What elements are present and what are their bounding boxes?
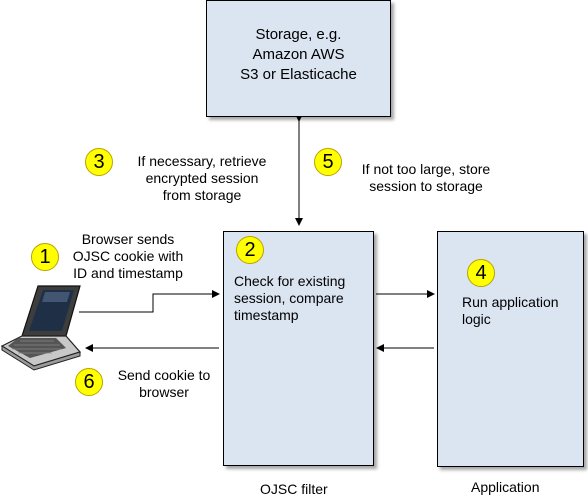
storage-line-2: Amazon AWS bbox=[252, 46, 345, 63]
storage-line-3: S3 or Elasticache bbox=[240, 66, 357, 83]
step-1-line-3: ID and timestamp bbox=[73, 265, 183, 281]
filter-line-3: timestamp bbox=[234, 307, 299, 323]
step-6-line-2: browser bbox=[139, 384, 189, 400]
ojsc-filter-text: Check for existing session, compare time… bbox=[234, 273, 345, 324]
step-5-line-1: If not too large, store bbox=[361, 161, 491, 177]
storage-box: Storage, e.g. Amazon AWS S3 or Elasticac… bbox=[206, 0, 391, 117]
step-1-line-1: Browser sends bbox=[81, 231, 175, 247]
application-line-2: logic bbox=[462, 311, 491, 327]
step-5-line-2: session to storage bbox=[369, 178, 483, 194]
step-3-text: If necessary, retrieve encrypted session… bbox=[122, 153, 282, 204]
application-text: Run application logic bbox=[462, 294, 559, 328]
filter-line-2: session, compare bbox=[234, 290, 344, 306]
step-1-badge: 1 bbox=[31, 243, 59, 271]
application-line-1: Run application bbox=[462, 294, 559, 310]
laptop-icon bbox=[0, 285, 82, 371]
step-6-badge: 6 bbox=[75, 368, 103, 396]
application-label: Application bbox=[471, 479, 540, 495]
ojsc-filter-label: OJSC filter bbox=[260, 481, 328, 497]
storage-line-1: Storage, e.g. bbox=[255, 26, 342, 43]
storage-label: Storage, e.g. Amazon AWS S3 or Elasticac… bbox=[207, 25, 390, 85]
step-3-badge: 3 bbox=[85, 148, 113, 176]
step-1-text: Browser sends OJSC cookie with ID and ti… bbox=[66, 231, 190, 282]
step-3-line-1: If necessary, retrieve bbox=[137, 153, 267, 169]
filter-line-1: Check for existing bbox=[234, 273, 346, 289]
step-3-line-2: encrypted session bbox=[145, 170, 259, 186]
step-4-badge: 4 bbox=[467, 259, 495, 287]
ojsc-filter-box: Check for existing session, compare time… bbox=[223, 231, 374, 466]
step-6-line-1: Send cookie to bbox=[117, 367, 211, 383]
step-2-badge: 2 bbox=[236, 236, 264, 264]
step-6-text: Send cookie to browser bbox=[106, 367, 222, 401]
application-box: Run application logic bbox=[437, 231, 584, 467]
step-5-text: If not too large, store session to stora… bbox=[346, 161, 506, 195]
step-1-line-2: OJSC cookie with bbox=[72, 248, 184, 264]
browser-to-filter-arrow bbox=[79, 290, 220, 313]
step-3-line-3: from storage bbox=[162, 187, 242, 203]
step-5-badge: 5 bbox=[314, 148, 342, 176]
